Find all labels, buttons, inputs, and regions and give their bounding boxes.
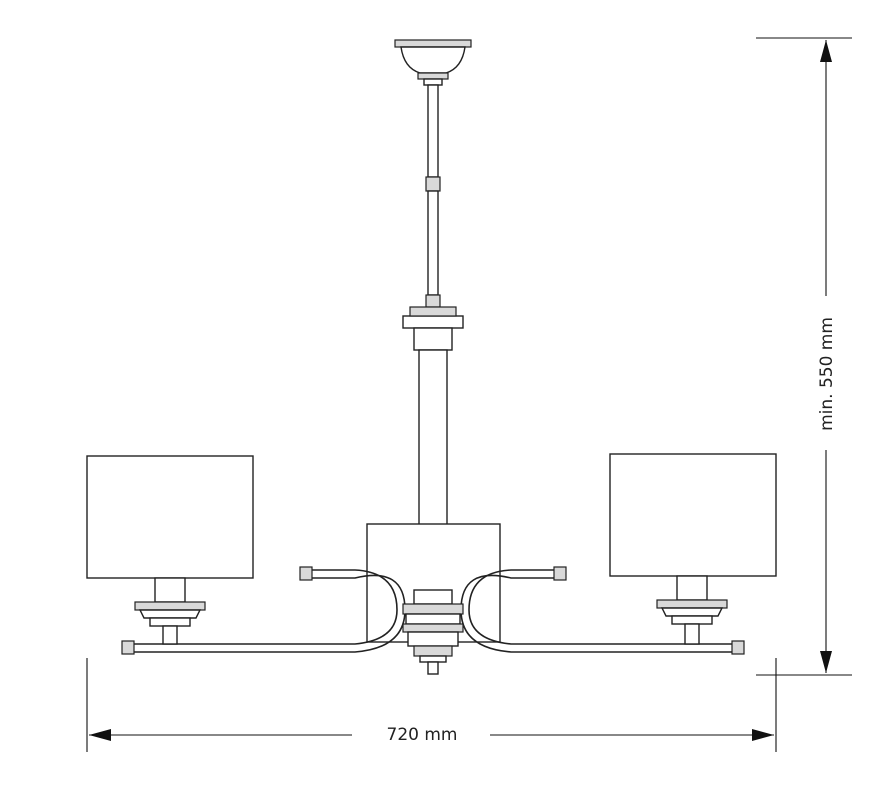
central-hub <box>402 589 464 675</box>
height-label: min. 550 mm <box>817 317 837 431</box>
height-dimension: min. 550 mm <box>756 37 852 676</box>
ceiling-canopy <box>394 39 472 86</box>
right-lamp <box>609 453 777 645</box>
width-label: 720 mm <box>387 725 458 745</box>
width-dimension: 720 mm <box>86 658 777 752</box>
left-lamp <box>86 455 254 645</box>
suspension-rod <box>425 84 441 308</box>
right-arm <box>460 566 745 655</box>
